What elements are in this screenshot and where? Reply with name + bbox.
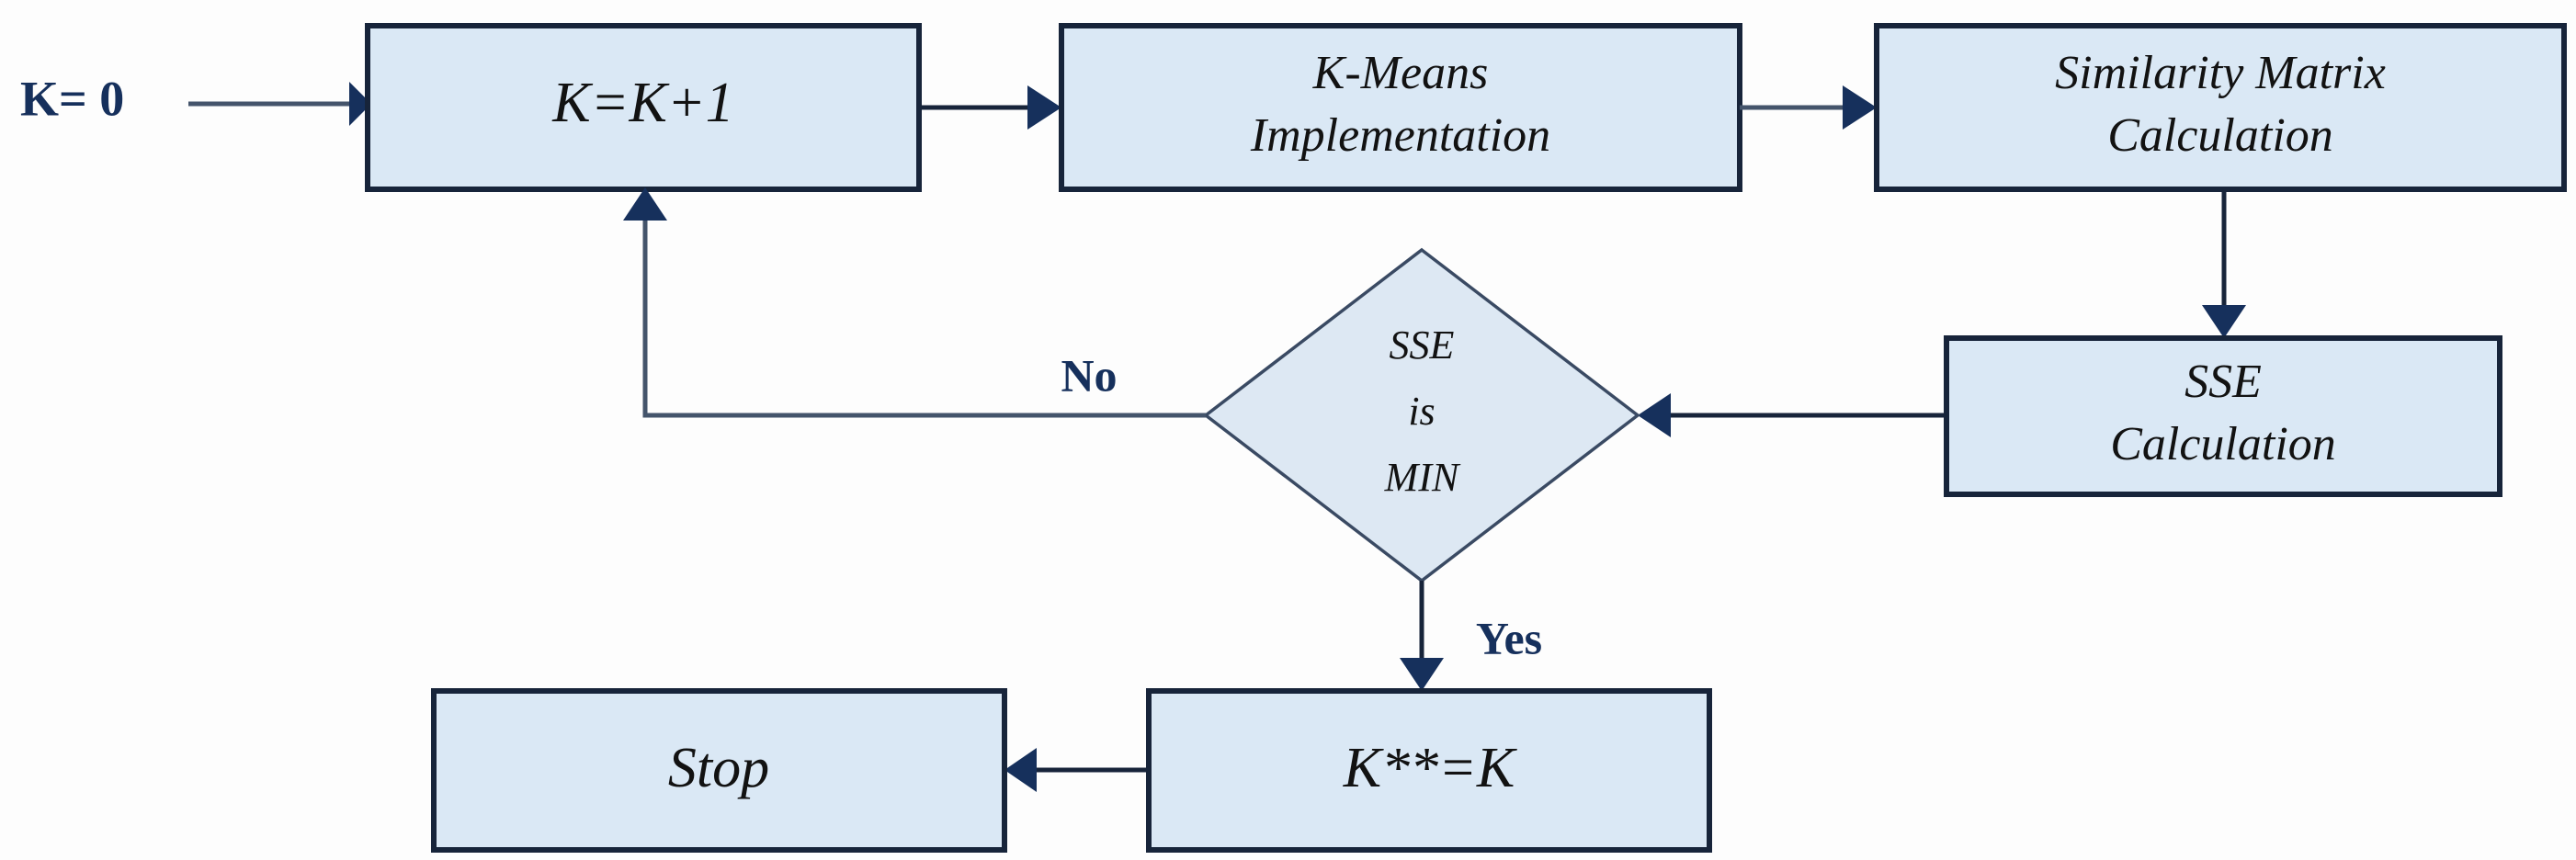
edge-kmeans-to-similarity: [1740, 85, 1877, 130]
edge-sse-to-decision: [1638, 393, 1946, 437]
node-kmeans[interactable]: K-Means Implementation: [1059, 23, 1742, 192]
edge-label-no: No: [1061, 349, 1117, 401]
node-kmeans-label-line2: Implementation: [1250, 109, 1550, 162]
edge-increment-to-kmeans: [919, 85, 1061, 130]
start-label: K= 0: [20, 71, 124, 126]
node-sse-label-line2: Calculation: [2110, 418, 2336, 470]
edge-assign-to-stop: [1004, 748, 1149, 792]
node-decision-label-line2: is: [1408, 389, 1435, 434]
node-decision[interactable]: SSE is MIN: [1203, 247, 1640, 583]
edge-decision-no-to-increment: [623, 187, 1206, 418]
edge-start-to-increment: [188, 82, 371, 126]
node-kmeans-label-line1: K-Means: [1312, 47, 1489, 99]
node-similarity-label-line2: Calculation: [2107, 109, 2333, 162]
node-sse-label-line1: SSE: [2184, 356, 2262, 408]
edge-decision-yes-to-assign: [1400, 581, 1444, 691]
node-stop[interactable]: Stop: [431, 688, 1007, 853]
node-decision-label-line3: MIN: [1384, 455, 1461, 500]
node-assign[interactable]: K**=K: [1146, 688, 1712, 853]
node-similarity-label-line1: Similarity Matrix: [2055, 47, 2386, 99]
node-decision-label-line1: SSE: [1390, 322, 1455, 368]
node-increment-label: K=K+1: [551, 72, 733, 134]
node-stop-label: Stop: [668, 737, 769, 799]
node-assign-label: K**=K: [1343, 737, 1518, 799]
edge-label-yes: Yes: [1476, 612, 1542, 663]
node-sse-calculation[interactable]: SSE Calculation: [1944, 335, 2502, 497]
node-similarity[interactable]: Similarity Matrix Calculation: [1874, 23, 2567, 192]
node-increment[interactable]: K=K+1: [365, 23, 922, 192]
edge-similarity-to-sse: [2202, 189, 2246, 338]
